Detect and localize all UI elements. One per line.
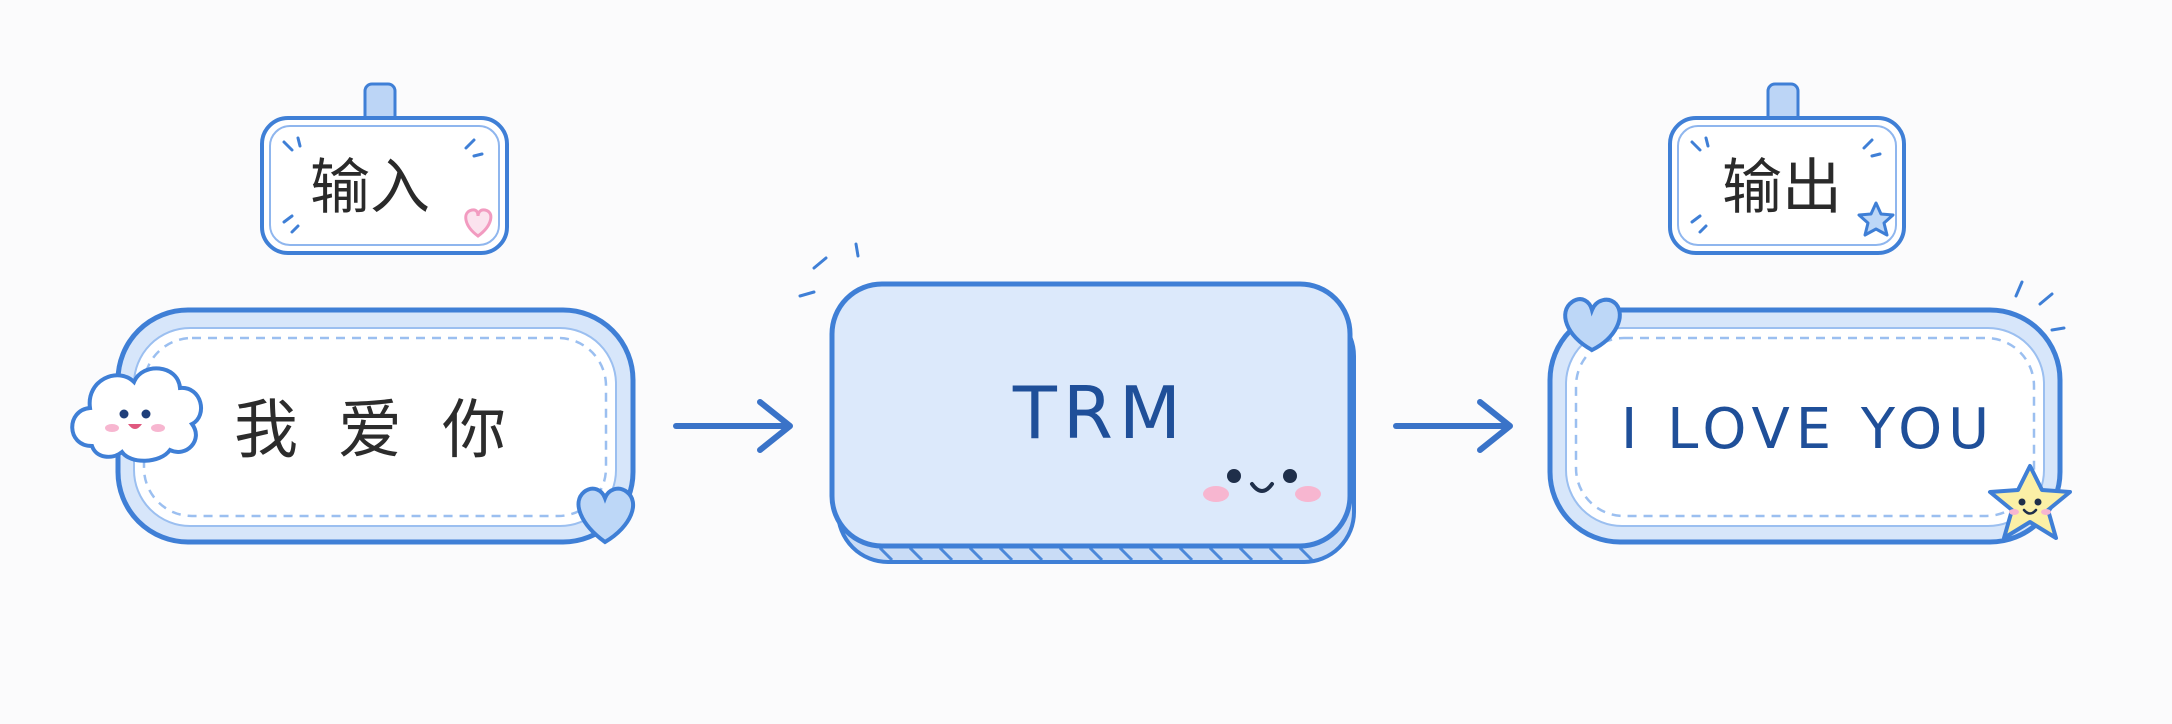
arrow-right-icon [1393, 399, 1513, 453]
heart-icon [576, 486, 636, 545]
input-label: 输入 [310, 153, 430, 223]
input-text: 我爱你 [234, 394, 546, 468]
output-box: I LOVE YOU [1547, 280, 2072, 545]
arrow-right-icon [673, 399, 793, 453]
output-text: I LOVE YOU [1621, 397, 1995, 462]
model-box-face [829, 281, 1353, 549]
star-icon [1857, 201, 1895, 237]
output-box-inner [1565, 327, 2045, 527]
input-box: 我爱你 [70, 307, 636, 545]
sparkle-marks-icon [798, 242, 860, 298]
input-label-tag-frame [260, 116, 509, 255]
output-label-tag-frame [1668, 116, 1906, 255]
sparkle-marks-icon [282, 136, 484, 234]
output-label-tag: 输出 [1668, 82, 1906, 255]
cloud-icon [70, 366, 203, 463]
smiley-face-icon [1203, 469, 1321, 502]
sparkle-marks-icon [2014, 280, 2066, 332]
output-label: 输出 [1722, 153, 1842, 223]
sparkle-marks-icon [1690, 136, 1882, 234]
model-name: TRM [1012, 371, 1187, 455]
star-mascot-icon [1988, 464, 2072, 540]
heart-icon [464, 208, 493, 238]
heart-icon [1563, 297, 1622, 353]
model-box: TRM [798, 242, 1356, 564]
input-label-tag: 输入 [260, 82, 509, 255]
